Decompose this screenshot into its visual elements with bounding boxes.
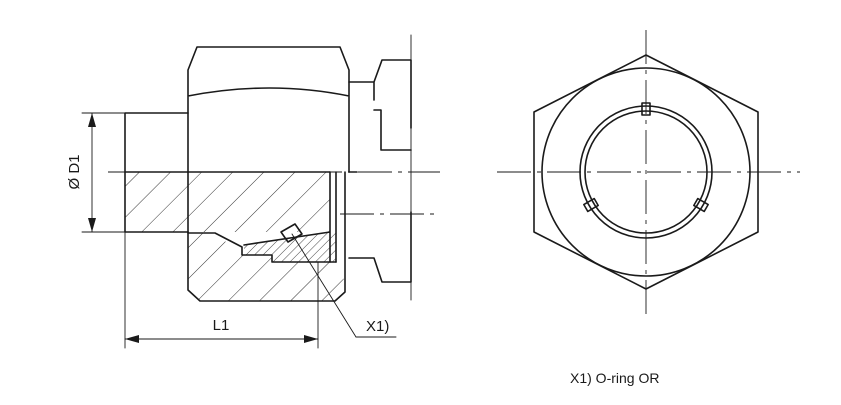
nut-inner-profile: [187, 232, 337, 263]
tube-end-profile: [243, 171, 337, 263]
oring: [280, 223, 303, 243]
l1-arrow-left: [125, 335, 139, 343]
l1-arrow-right: [304, 335, 318, 343]
d1-arrow-bottom: [88, 218, 96, 232]
counter-piece-outline: [348, 59, 412, 283]
tab-right: [693, 197, 709, 213]
body-section-hatch: [125, 172, 330, 232]
nut-section-hatch: [188, 233, 345, 301]
x1-leader-line: [291, 233, 357, 338]
hex-nut-outline: [187, 46, 350, 302]
d1-arrow-top: [88, 113, 96, 127]
diameter-label: Ø D1: [66, 154, 83, 189]
tab-left: [583, 197, 599, 213]
side-section-view: Ø D1 L1 X1): [66, 34, 440, 349]
length-label: L1: [213, 317, 230, 334]
front-view: [497, 30, 800, 320]
detail-ref-label: X1): [366, 318, 389, 335]
oring-footnote: X1) O-ring OR: [570, 370, 660, 386]
